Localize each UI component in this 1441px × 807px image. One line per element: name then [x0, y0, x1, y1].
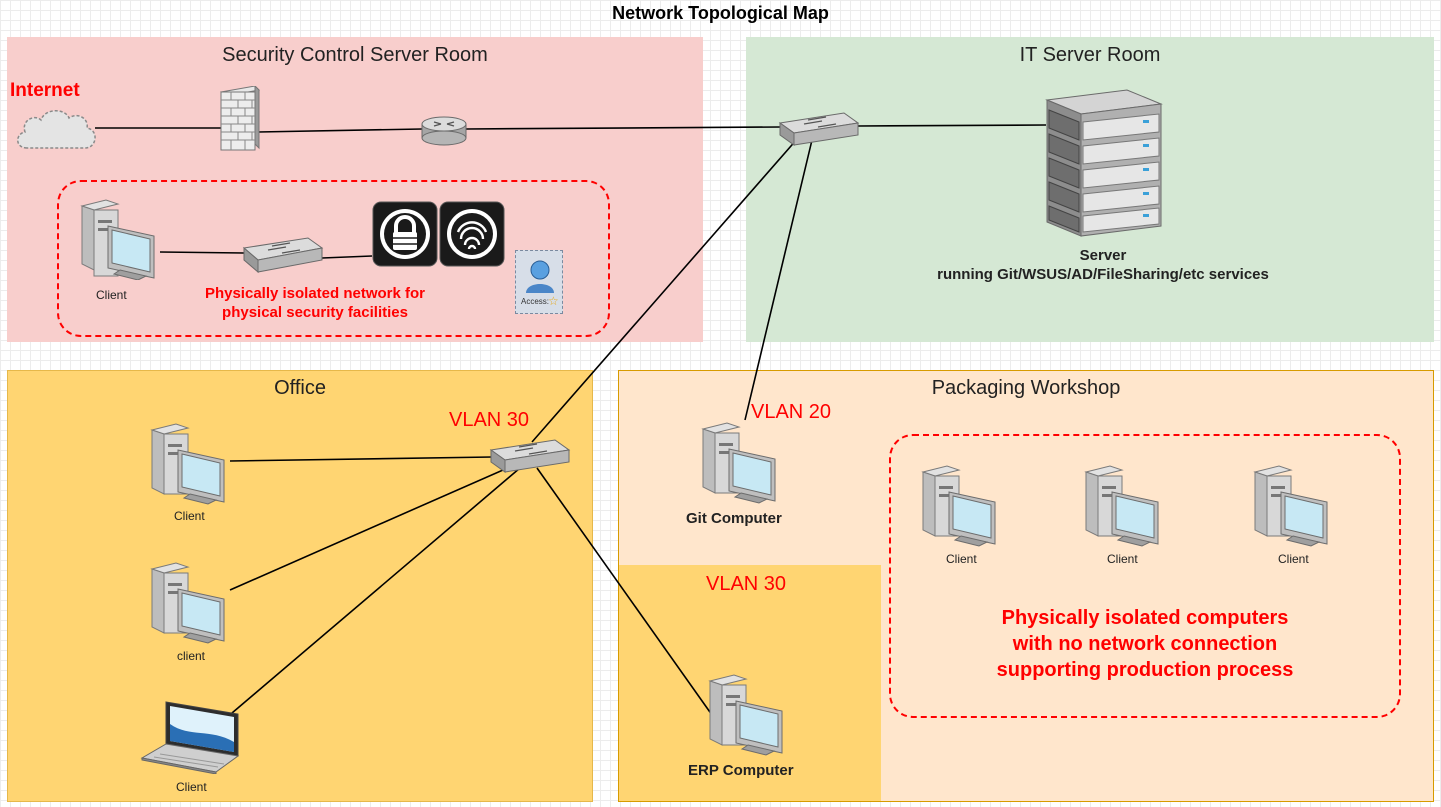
- server-rack-icon[interactable]: [1043, 88, 1163, 238]
- link-core-switch-git: [744, 139, 813, 421]
- vlan30-zone: [619, 565, 881, 801]
- packaging-client1-label: Client: [946, 552, 977, 566]
- link-client-security-switch: [159, 251, 245, 254]
- router-icon[interactable]: [420, 114, 468, 146]
- security-isolation-boundary: [57, 180, 610, 337]
- firewall-icon[interactable]: [217, 86, 263, 156]
- page-title: Network Topological Map: [612, 3, 829, 23]
- packaging-note-line1: Physically isolated computers: [1001, 607, 1289, 629]
- security-switch-icon[interactable]: [242, 236, 324, 276]
- git-computer-icon[interactable]: [701, 420, 781, 504]
- link-office-switch-erp: [536, 467, 713, 716]
- office-room: Office: [7, 370, 593, 802]
- security-room-title: Security Control Server Room: [222, 44, 488, 66]
- fingerprint-icon[interactable]: [439, 201, 505, 267]
- git-computer-label: Git Computer: [686, 510, 782, 527]
- server-description: running Git/WSUS/AD/FileSharing/etc serv…: [937, 266, 1269, 283]
- cloud-icon: [17, 110, 96, 149]
- office-vlan-label: VLAN 30: [449, 409, 530, 431]
- erp-computer-label: ERP Computer: [688, 762, 794, 779]
- packaging-room-title: Packaging Workshop: [931, 377, 1121, 399]
- access-badge-label: Access:: [521, 297, 550, 306]
- security-client-label: Client: [96, 288, 127, 302]
- laptop-icon[interactable]: [140, 698, 242, 774]
- packaging-client3-label: Client: [1278, 552, 1309, 566]
- link-office-switch-client2: [229, 465, 513, 591]
- office-switch-icon[interactable]: [489, 438, 571, 474]
- core-switch-icon[interactable]: [778, 111, 860, 147]
- packaging-client1-icon[interactable]: [921, 462, 1001, 548]
- internet-label: Internet: [10, 80, 80, 101]
- office-client-pc-icon[interactable]: [150, 420, 230, 506]
- packaging-isolation-note: Physically isolated computers with no ne…: [940, 605, 1350, 683]
- erp-vlan30-label: VLAN 30: [706, 573, 787, 595]
- user-avatar-icon: [526, 260, 554, 293]
- packaging-client2-label: Client: [1107, 552, 1138, 566]
- server-title: Server: [1079, 247, 1127, 264]
- client-pc-icon[interactable]: [80, 198, 160, 280]
- erp-computer-icon[interactable]: [708, 672, 788, 756]
- vlan20-label: VLAN 20: [751, 401, 832, 423]
- packaging-client2-icon[interactable]: [1084, 462, 1164, 548]
- office-client2-pc-icon[interactable]: [150, 559, 230, 645]
- link-office-switch-client1: [229, 456, 493, 462]
- link-core-switch-server: [857, 124, 1047, 127]
- link-office-switch-laptop: [231, 467, 521, 714]
- office-client1-label: Client: [174, 509, 205, 523]
- link-router-core-switch: [465, 126, 781, 130]
- lock-icon[interactable]: [372, 201, 438, 267]
- link-core-switch-office-switch: [531, 137, 799, 443]
- link-firewall-router: [257, 128, 423, 133]
- packaging-note-line2: with no network connection: [1012, 633, 1278, 655]
- star-icon: ☆: [548, 294, 559, 308]
- security-isolation-note: Physically isolated network for physical…: [204, 285, 426, 321]
- access-badge[interactable]: Access: ☆: [515, 250, 563, 314]
- packaging-client3-icon[interactable]: [1253, 462, 1333, 548]
- office-laptop-label: Client: [176, 780, 207, 794]
- it-room-title: IT Server Room: [1019, 44, 1161, 66]
- packaging-isolation-boundary: [889, 434, 1401, 718]
- link-security-switch-lock: [321, 255, 373, 259]
- packaging-note-line3: supporting production process: [996, 659, 1294, 681]
- office-client2-label: client: [177, 649, 206, 663]
- office-room-title: Office: [274, 377, 326, 399]
